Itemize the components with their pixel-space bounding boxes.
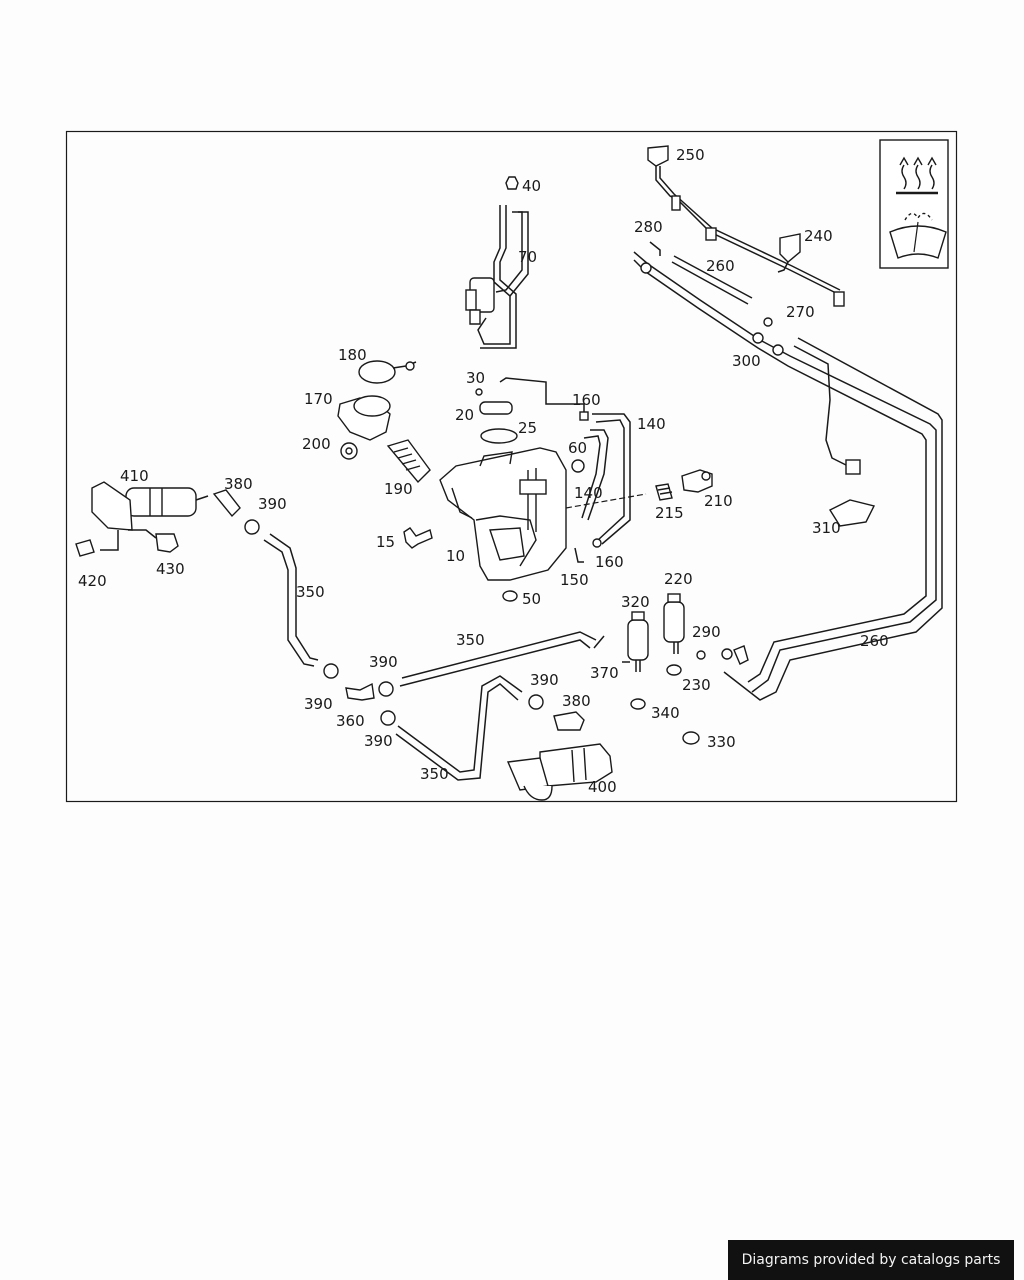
callout-20: 20 [455,406,474,424]
callout-420: 420 [78,572,107,590]
callout-180: 180 [338,346,367,364]
callout-300: 300 [732,352,761,370]
headlamp-nozzle-410 [75,481,209,557]
diagram-frame [65,130,958,803]
washer-reservoir [439,447,567,602]
callout-215: 215 [655,504,684,522]
callout-430: 430 [156,560,185,578]
attribution-footer: Diagrams provided by catalogs parts [728,1240,1014,1280]
callout-15: 15 [376,533,395,551]
callout-170: 170 [304,390,333,408]
callout-260-right: 260 [860,632,889,650]
callout-290: 290 [692,623,721,641]
callout-190: 190 [384,480,413,498]
hoses-140 [565,413,647,563]
callout-390-a: 390 [258,495,287,513]
callout-330: 330 [707,733,736,751]
callout-30: 30 [466,369,485,387]
callout-240: 240 [804,227,833,245]
callout-70: 70 [518,248,537,266]
callout-390-e: 390 [364,732,393,750]
callout-10: 10 [446,547,465,565]
callout-360: 360 [336,712,365,730]
pump-400 [506,743,613,801]
level-sensor-parts [475,377,589,444]
callout-250: 250 [676,146,705,164]
callout-310: 310 [812,519,841,537]
callout-380-right: 380 [562,692,591,710]
callout-390-b: 390 [369,653,398,671]
windshield-spray-icon [889,212,947,259]
callout-410: 410 [120,467,149,485]
callout-210: 210 [704,492,733,510]
callout-40: 40 [522,177,541,195]
callout-140-top: 140 [637,415,666,433]
callout-350-mid: 350 [456,631,485,649]
heated-washer-icon [896,156,938,195]
callout-25: 25 [518,419,537,437]
callout-260-top: 260 [706,257,735,275]
callout-350-left: 350 [296,583,325,601]
washer-pumps [593,593,733,745]
callout-280: 280 [634,218,663,236]
callout-370: 370 [590,664,619,682]
callout-60: 60 [568,439,587,457]
filler-neck [337,360,431,484]
callout-230: 230 [682,676,711,694]
callout-320: 320 [621,593,650,611]
callout-220: 220 [664,570,693,588]
callout-50: 50 [522,590,541,608]
legend-box [879,139,949,269]
callout-340: 340 [651,704,680,722]
callout-150: 150 [560,571,589,589]
callout-270: 270 [786,303,815,321]
callout-labels: 250 40 280 240 70 260 270 300 180 30 170… [78,146,889,796]
nozzle-hoses [633,145,943,701]
callout-160-top: 160 [572,391,601,409]
pump-assembly-70 [465,176,529,349]
lower-hoses [212,489,597,781]
bolt-15 [403,527,433,549]
check-valve-210 [655,469,713,501]
callout-160-bottom: 160 [595,553,624,571]
callout-350-bottom: 350 [420,765,449,783]
callout-140-mid: 140 [574,484,603,502]
callout-380-left: 380 [224,475,253,493]
callout-390-d: 390 [304,695,333,713]
callout-400: 400 [588,778,617,796]
callout-390-c: 390 [530,671,559,689]
callout-200: 200 [302,435,331,453]
